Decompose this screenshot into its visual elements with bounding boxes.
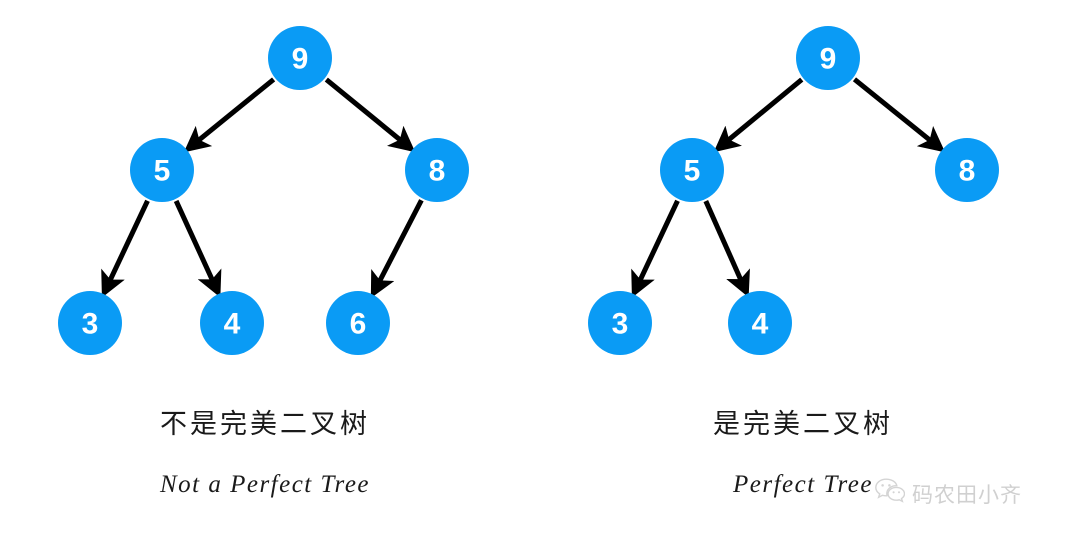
tree-node-label: 9 [292,43,309,76]
tree-edge [631,199,680,298]
tree-node-label: 8 [959,155,976,188]
tree-node-label: 9 [820,43,837,76]
tree-node-label: 8 [429,155,446,188]
tree-node-circle [130,138,194,202]
tree-node-label: 4 [752,308,769,341]
tree-edge [324,77,416,153]
tree-node-circle [58,291,122,355]
tree-node-circle [935,138,999,202]
tree-edge [173,199,222,298]
caption-left-chinese: 不是完美二叉树 [160,409,370,439]
tree-edge [101,199,150,298]
tree-node-label: 5 [154,155,171,188]
tree-node-label: 4 [224,308,241,341]
tree-node: 8 [935,138,999,202]
tree-node: 5 [660,138,724,202]
tree-node: 4 [200,291,264,355]
caption-right-english: Perfect Tree [733,471,873,498]
tree-node-circle [200,291,264,355]
nodes-layer: 9 5 8 3 4 6 9 5 8 3 4 [58,26,999,355]
tree-node: 3 [588,291,652,355]
tree-node-circle [796,26,860,90]
tree-edge [713,77,804,153]
tree-node-label: 5 [684,155,701,188]
tree-node-circle [728,291,792,355]
tree-node: 4 [728,291,792,355]
caption-left-tree: 不是完美二叉树 Not a Perfect Tree [50,402,480,499]
tree-node-label: 6 [350,308,367,341]
tree-node: 5 [130,138,194,202]
tree-node-circle [660,138,724,202]
tree-node-circle [588,291,652,355]
tree-node: 6 [326,291,390,355]
tree-node: 3 [58,291,122,355]
tree-node: 9 [796,26,860,90]
tree-node-circle [326,291,390,355]
tree-edge [852,77,946,153]
edges-layer [101,77,946,299]
caption-right-tree: 是完美二叉树 Perfect Tree [588,402,1018,499]
tree-node: 8 [405,138,469,202]
tree-edge [370,199,424,299]
caption-left-english: Not a Perfect Tree [159,471,371,498]
tree-node-label: 3 [612,308,629,341]
tree-node-circle [268,26,332,90]
tree-node: 9 [268,26,332,90]
tree-node-label: 3 [82,308,99,341]
tree-edge [703,200,750,298]
tree-edge [183,77,276,153]
tree-node-circle [405,138,469,202]
caption-right-chinese: 是完美二叉树 [713,409,893,439]
